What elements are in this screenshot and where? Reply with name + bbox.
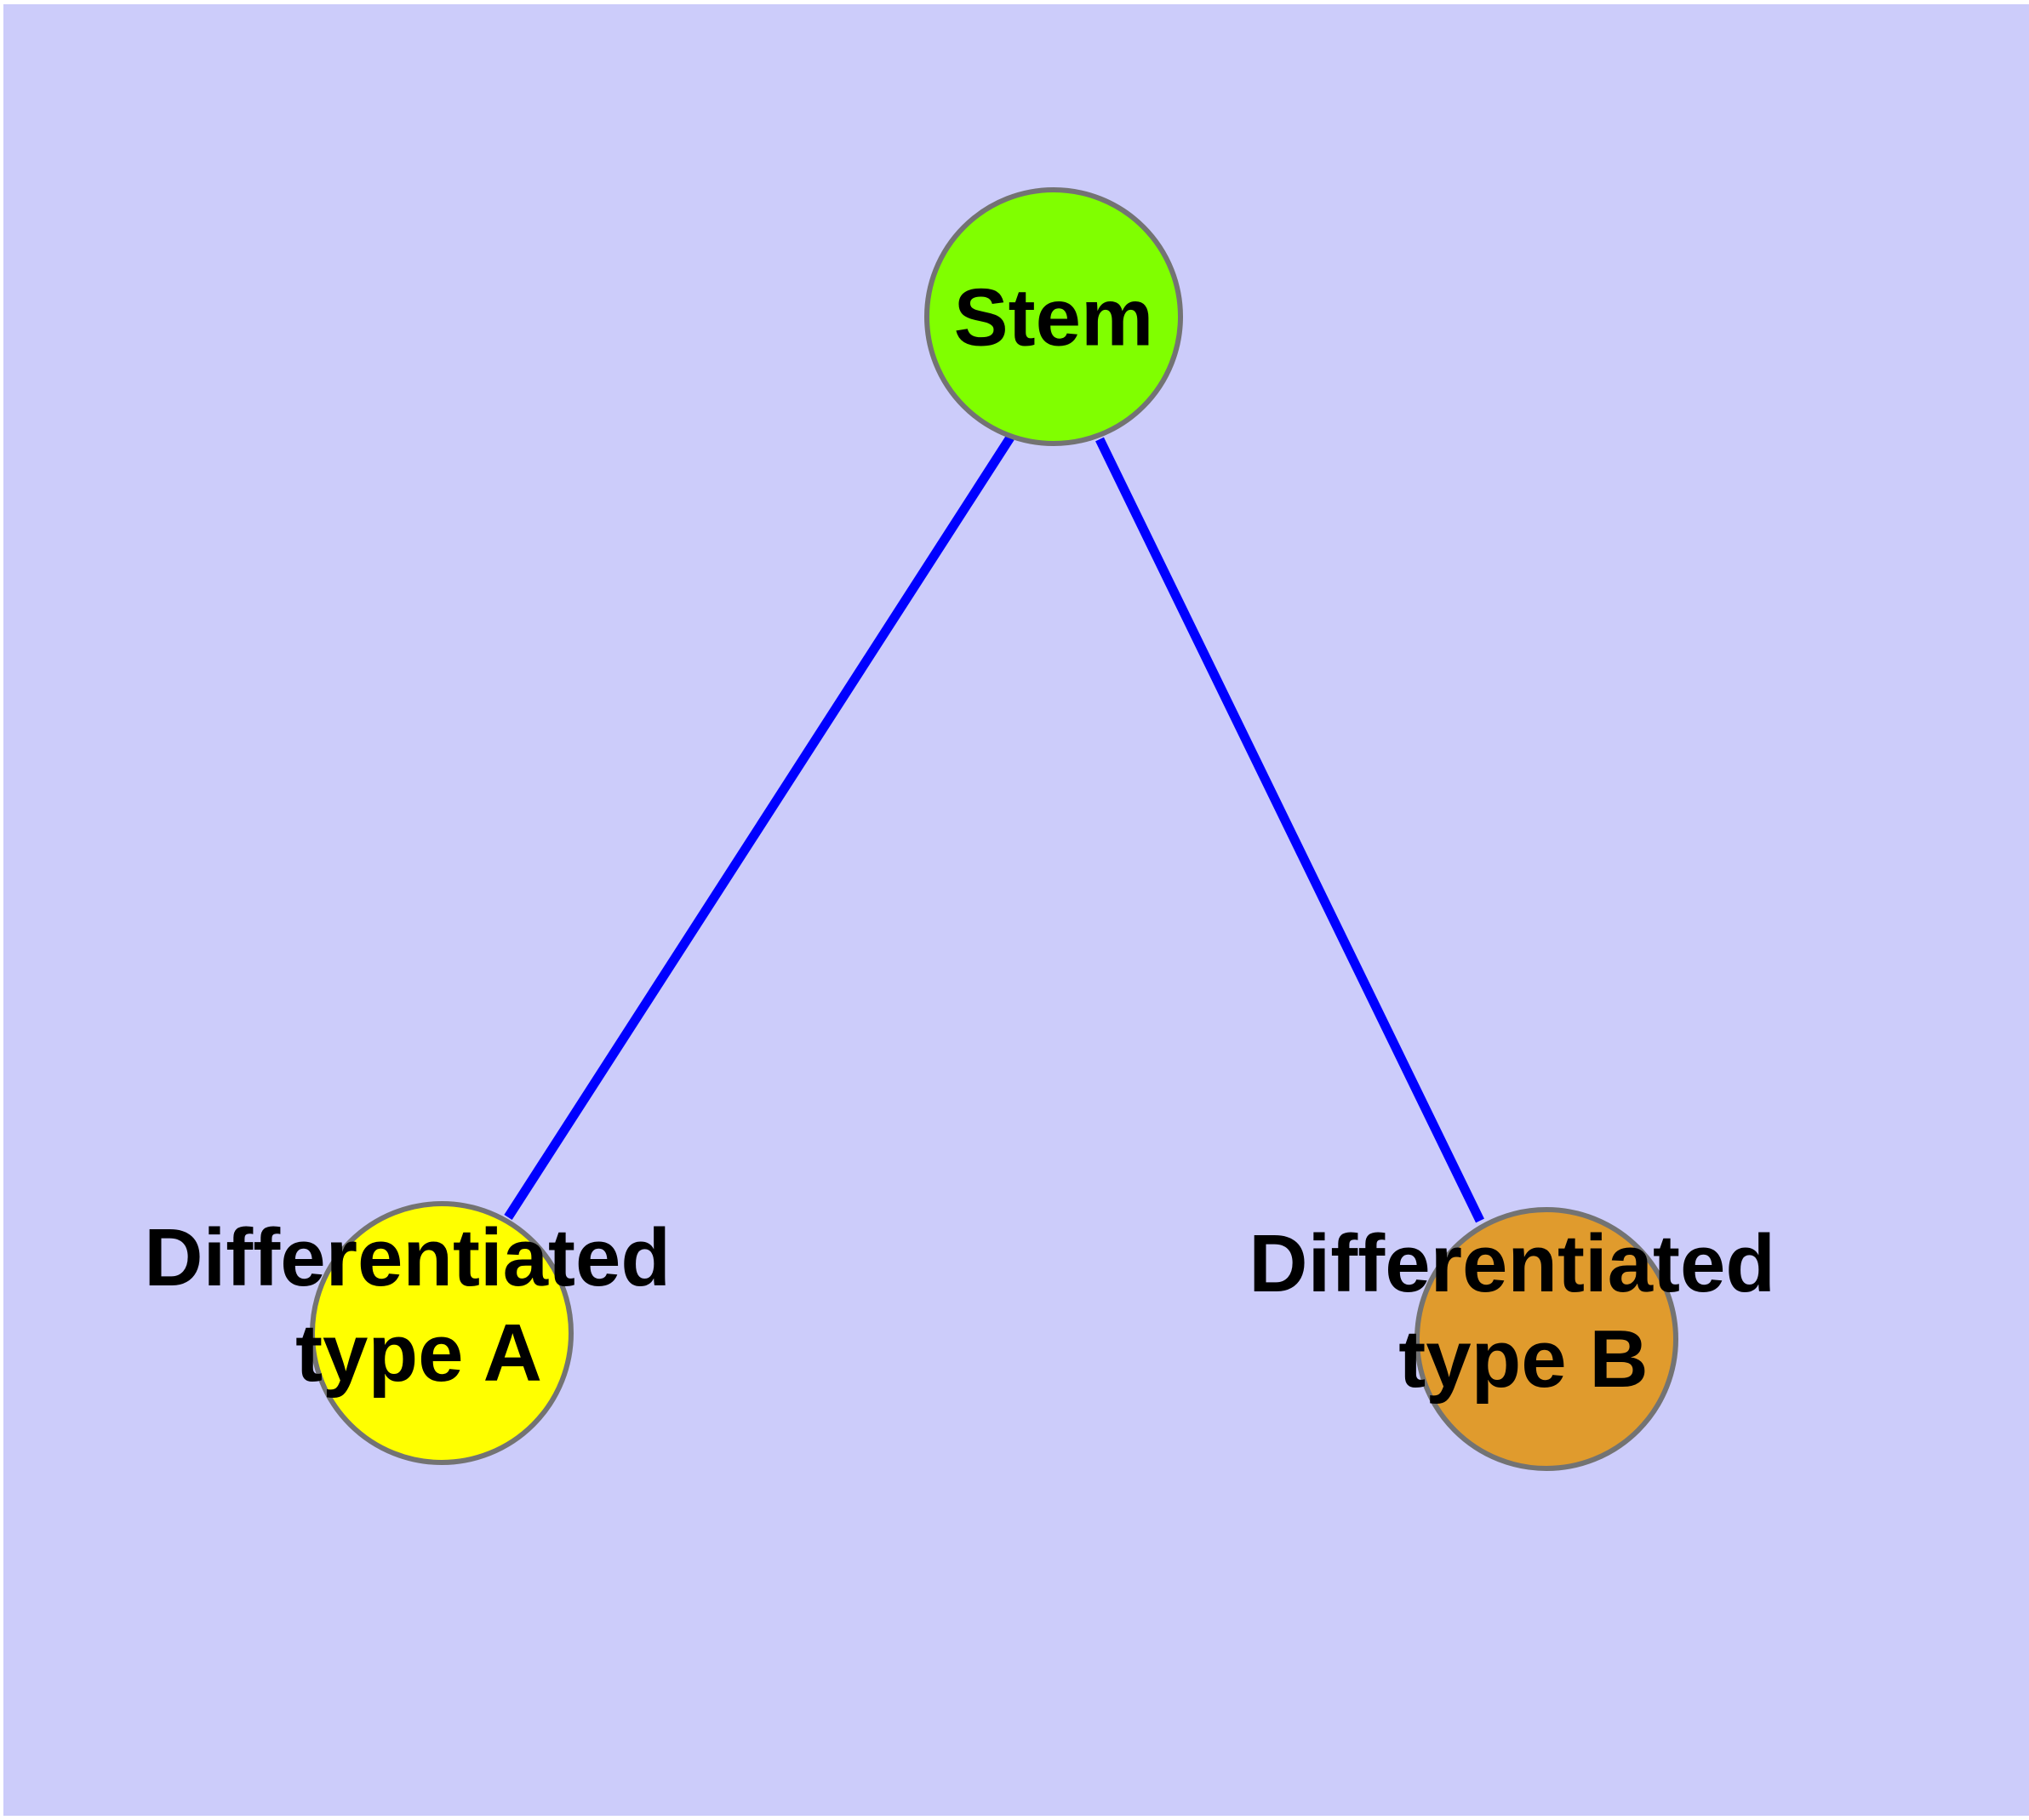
edge-stem-to-differentiated-type-a xyxy=(504,435,1014,1220)
node-differentiated-type-a-label: Differentiated type A xyxy=(144,1212,693,1399)
node-differentiated-type-b-label-line-2: type B xyxy=(1398,1313,1648,1405)
node-differentiated-type-a-label-line-2: type A xyxy=(295,1308,542,1399)
node-stem[interactable]: Stem xyxy=(924,187,1183,446)
node-differentiated-type-b-label: Differentiated type B xyxy=(1249,1218,1798,1405)
node-differentiated-type-b-label-line-1: Differentiated xyxy=(1249,1218,1775,1309)
node-differentiated-type-b[interactable]: Differentiated type B xyxy=(1249,1207,1798,1471)
node-stem-circle[interactable] xyxy=(924,187,1183,446)
node-stem-label-line-1: Stem xyxy=(954,272,1154,363)
node-differentiated-type-a-circle[interactable] xyxy=(310,1201,574,1465)
node-stem-label: Stem xyxy=(954,272,1154,363)
node-differentiated-type-a-label-line-1: Differentiated xyxy=(144,1212,671,1303)
edge-stem-to-differentiated-type-b xyxy=(1095,437,1484,1223)
edge-layer xyxy=(504,435,1484,1223)
node-differentiated-type-b-circle[interactable] xyxy=(1415,1207,1678,1471)
node-layer: Stem Differentiated type A Differentiate… xyxy=(144,187,1798,1471)
node-differentiated-type-a[interactable]: Differentiated type A xyxy=(144,1201,693,1465)
